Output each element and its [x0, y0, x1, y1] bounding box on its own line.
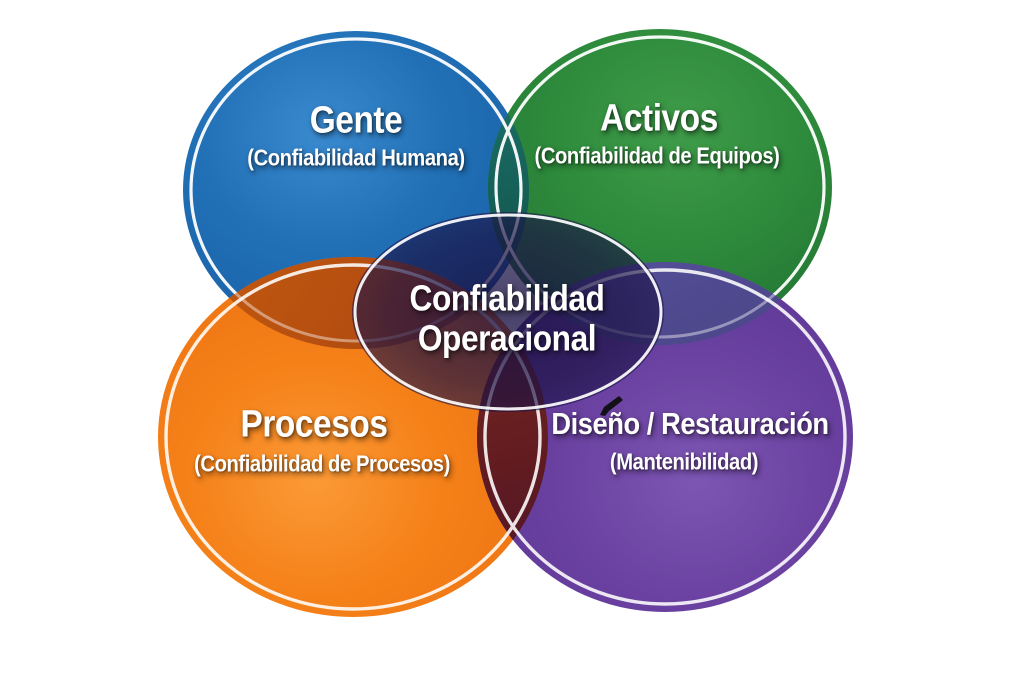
- center-title: Confiabilidad Operacional: [410, 278, 605, 357]
- top-circle-rings-faint: [189, 35, 826, 343]
- sublabel-procesos: (Confiabilidad de Procesos): [194, 450, 450, 477]
- center-title-line2: Operacional: [417, 317, 597, 358]
- sublabel-diseno: (Mantenibilidad): [609, 448, 759, 475]
- label-gente: Gente: [309, 99, 403, 142]
- label-diseno: Diseño / Restauración: [551, 406, 829, 441]
- sublabel-activos: (Confiabilidad de Equipos): [534, 142, 780, 169]
- center-ellipse-ring: [353, 213, 663, 411]
- center-title-line1: Confiabilidad: [409, 277, 605, 319]
- bottom-circle-rings: [164, 263, 847, 611]
- sublabel-gente: (Confiabilidad Humana): [247, 144, 465, 171]
- label-procesos: Procesos: [240, 403, 388, 446]
- cursor-mark: [600, 396, 623, 416]
- label-activos: Activos: [600, 97, 718, 140]
- center-ellipse-fill: [352, 212, 664, 412]
